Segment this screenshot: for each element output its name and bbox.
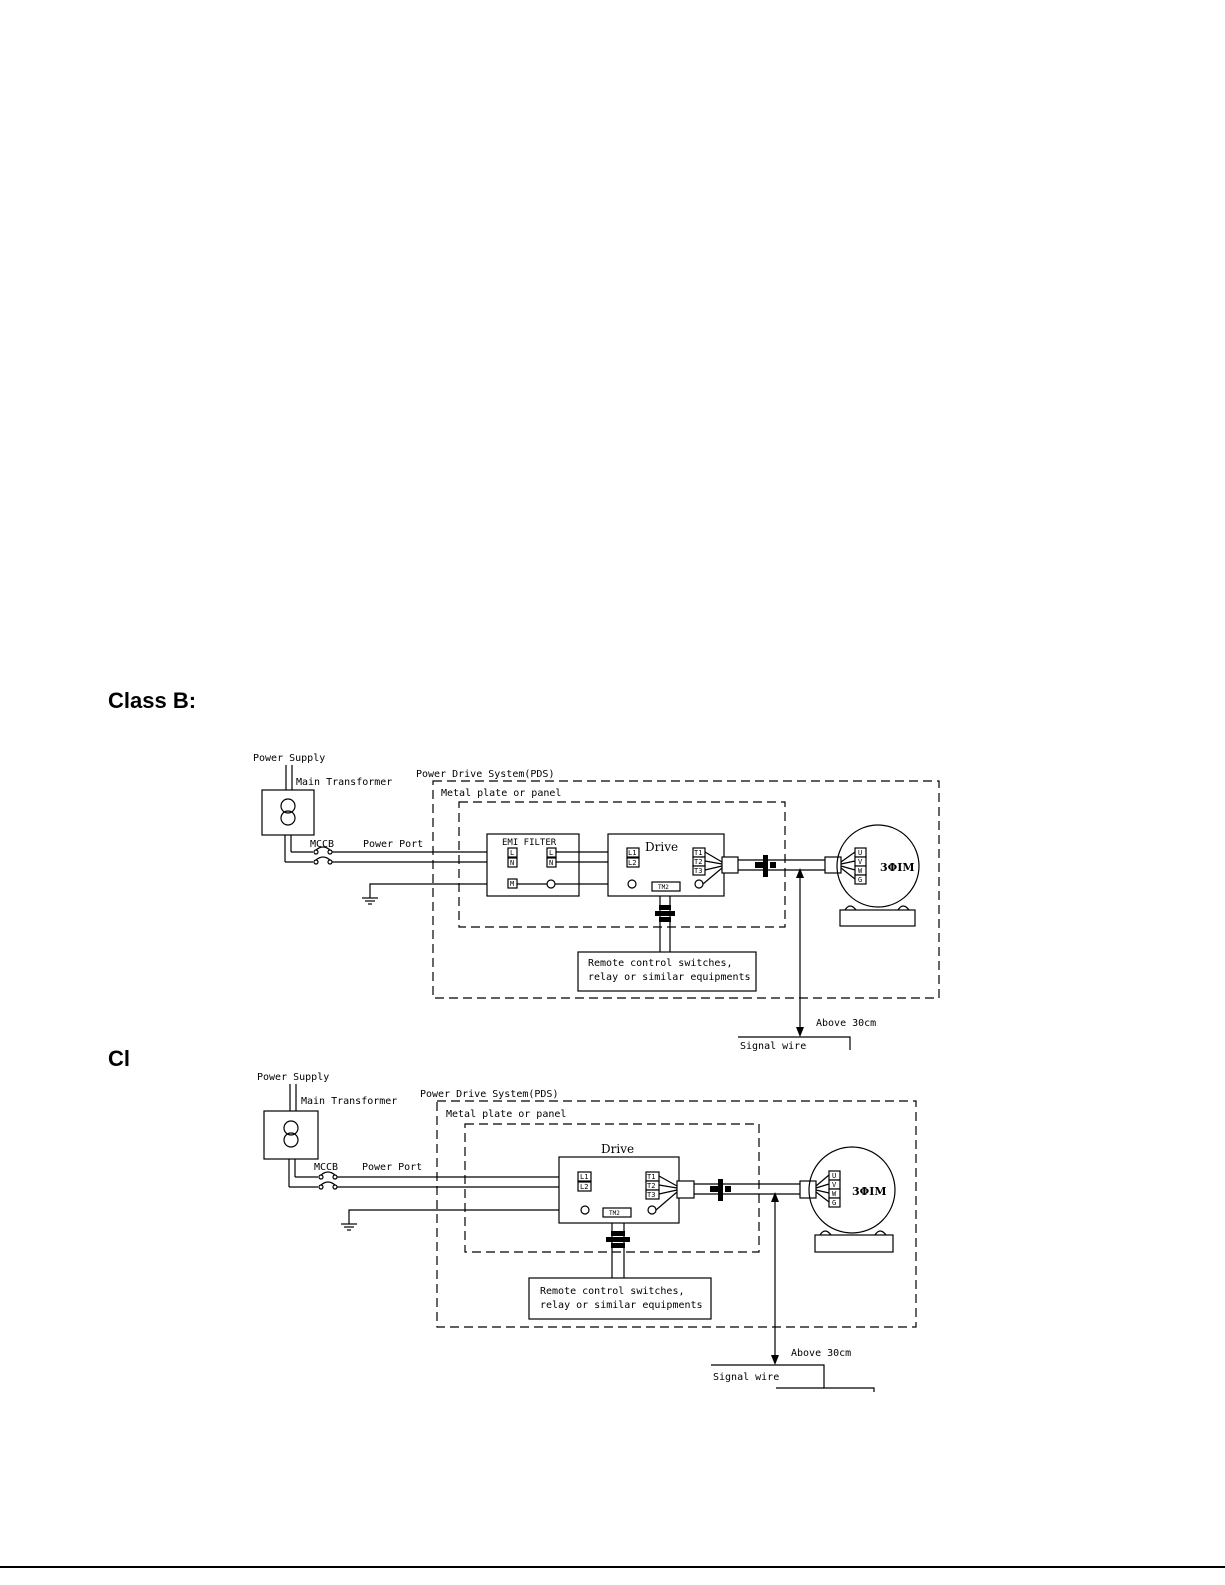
main-transformer bbox=[261, 789, 315, 862]
power-supply: Power Supply Main Transformer bbox=[253, 753, 392, 790]
drive-terminal-l2: L2 bbox=[580, 1183, 588, 1191]
drive-terminal-l2: L2 bbox=[628, 859, 636, 867]
motor-cable-b bbox=[721, 855, 842, 877]
emi-terminal-ground: M bbox=[510, 880, 514, 888]
motor-label: 3ΦIM bbox=[880, 861, 915, 874]
ground-wire bbox=[341, 1209, 579, 1231]
pds-label: Power Drive System(PDS) bbox=[416, 769, 554, 780]
motor-c: U V W G 3ΦIM bbox=[808, 1146, 896, 1253]
emi-terminal-in-1: L bbox=[510, 849, 514, 857]
drive-label: Drive bbox=[601, 1142, 634, 1156]
remote-line-1: Remote control switches, bbox=[588, 958, 733, 969]
motor-terminal-u: U bbox=[858, 849, 862, 857]
tm2-terminal: TM2 bbox=[609, 1210, 620, 1217]
class-c-heading: Cl bbox=[108, 1046, 130, 1071]
drive-terminal-t3: T3 bbox=[647, 1191, 655, 1199]
signal-wire-label: Signal wire bbox=[713, 1372, 779, 1383]
main-transformer bbox=[263, 1110, 319, 1187]
pds-label: Power Drive System(PDS) bbox=[420, 1089, 558, 1100]
drive-terminal-l1: L1 bbox=[628, 849, 636, 857]
ground-icon bbox=[627, 879, 637, 889]
motor-cable-c bbox=[676, 1179, 817, 1201]
remote-line-2: relay or similar equipments bbox=[588, 972, 751, 983]
motor-terminal-w: W bbox=[832, 1190, 837, 1198]
motor-terminal-g: G bbox=[858, 876, 862, 884]
mccb-label: MCCB bbox=[310, 839, 334, 850]
class-b-heading: Class B: bbox=[108, 688, 197, 713]
mccb-breaker: MCCB Power Port bbox=[289, 1162, 578, 1190]
drive-terminal-t1: T1 bbox=[694, 849, 702, 857]
separation-arrow-b: Above 30cm Signal wire bbox=[738, 868, 876, 1052]
remote-control-b: Remote control switches, relay or simila… bbox=[577, 896, 757, 992]
above-30cm-label: Above 30cm bbox=[791, 1348, 851, 1359]
mccb-label: MCCB bbox=[314, 1162, 338, 1173]
drive-c: Drive L1 L2 T1 T2 T3 TM2 bbox=[558, 1142, 680, 1224]
motor-label: 3ΦIM bbox=[852, 1185, 887, 1198]
motor-b: U V W G 3ΦIM bbox=[836, 824, 920, 927]
power-supply: Power Supply Main Transformer bbox=[257, 1072, 397, 1111]
motor-terminal-v: V bbox=[858, 858, 863, 866]
emi-filter: EMI FILTER L N L N M bbox=[486, 833, 580, 897]
drive-terminal-l1: L1 bbox=[580, 1173, 588, 1181]
remote-line-1: Remote control switches, bbox=[540, 1286, 685, 1297]
signal-wire-label: Signal wire bbox=[740, 1041, 806, 1052]
footer-rule bbox=[0, 1566, 1225, 1568]
power-port-label: Power Port bbox=[362, 1162, 422, 1173]
emi-filter-label: EMI FILTER bbox=[502, 838, 557, 848]
above-30cm-label: Above 30cm bbox=[816, 1018, 876, 1029]
drive-terminal-t2: T2 bbox=[647, 1182, 655, 1190]
drive-terminal-t3: T3 bbox=[694, 867, 702, 875]
main-transformer-label: Main Transformer bbox=[301, 1096, 397, 1107]
emi-terminal-out-1: L bbox=[549, 849, 553, 857]
remote-control-c: Remote control switches, relay or simila… bbox=[528, 1223, 712, 1320]
separation-arrow-c: Above 30cm Signal wire bbox=[711, 1192, 875, 1392]
power-supply-label: Power Supply bbox=[257, 1072, 329, 1083]
ground-icon bbox=[580, 1205, 590, 1215]
main-transformer-label: Main Transformer bbox=[296, 777, 392, 788]
power-supply-label: Power Supply bbox=[253, 753, 325, 764]
tm2-terminal: TM2 bbox=[658, 884, 669, 891]
drive-b: Drive L1 L2 T1 T2 T3 TM2 bbox=[555, 833, 725, 897]
motor-terminal-g: G bbox=[832, 1199, 836, 1207]
motor-terminal-v: V bbox=[832, 1181, 837, 1189]
pds-enclosure: Power Drive System(PDS) Metal plate or p… bbox=[416, 769, 940, 999]
drive-terminal-t2: T2 bbox=[694, 858, 702, 866]
drive-terminal-t1: T1 bbox=[647, 1173, 655, 1181]
remote-line-2: relay or similar equipments bbox=[540, 1300, 703, 1311]
motor-terminal-w: W bbox=[858, 867, 863, 875]
ground-wire bbox=[362, 883, 508, 905]
power-port-label: Power Port bbox=[363, 839, 423, 850]
mccb-breaker: MCCB Power Port bbox=[285, 839, 508, 865]
metal-plate-label: Metal plate or panel bbox=[441, 788, 561, 799]
metal-plate-label: Metal plate or panel bbox=[446, 1109, 566, 1120]
motor-terminal-u: U bbox=[832, 1172, 836, 1180]
emi-terminal-out-2: N bbox=[549, 859, 553, 867]
emi-terminal-in-2: N bbox=[510, 859, 514, 867]
drive-label: Drive bbox=[645, 840, 678, 854]
